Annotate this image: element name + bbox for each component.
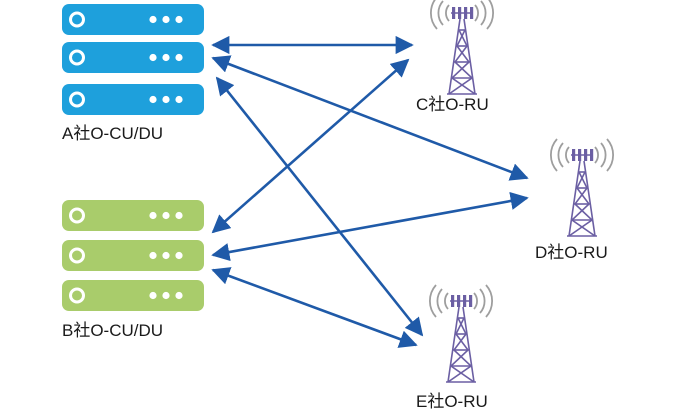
radio-tower-icon [430,0,494,95]
tower-c-label: C社O-RU [416,95,489,114]
server-unit [62,200,204,231]
link-b-c [211,58,410,234]
server-unit [62,280,204,311]
server-a-label: A社O-CU/DU [62,124,163,143]
tower-d: D社O-RU [535,138,614,262]
tower-e: E社O-RU [416,284,493,411]
server-unit [62,240,204,271]
link-b-e [211,267,418,348]
link-a-d [211,55,529,181]
tower-e-label: E社O-RU [416,392,488,411]
server-group-b: B社O-CU/DU [62,200,204,340]
server-group-a: A社O-CU/DU [62,4,204,143]
server-unit [62,4,204,35]
tower-c: C社O-RU [416,0,494,114]
server-unit [62,42,204,73]
link-b-d [211,191,529,262]
server-unit [62,84,204,115]
link-a-e [215,76,424,337]
server-b-label: B社O-CU/DU [62,321,163,340]
connection-arrows [211,35,529,348]
radio-tower-icon [550,138,614,237]
tower-d-label: D社O-RU [535,243,608,262]
radio-tower-icon [429,284,493,383]
